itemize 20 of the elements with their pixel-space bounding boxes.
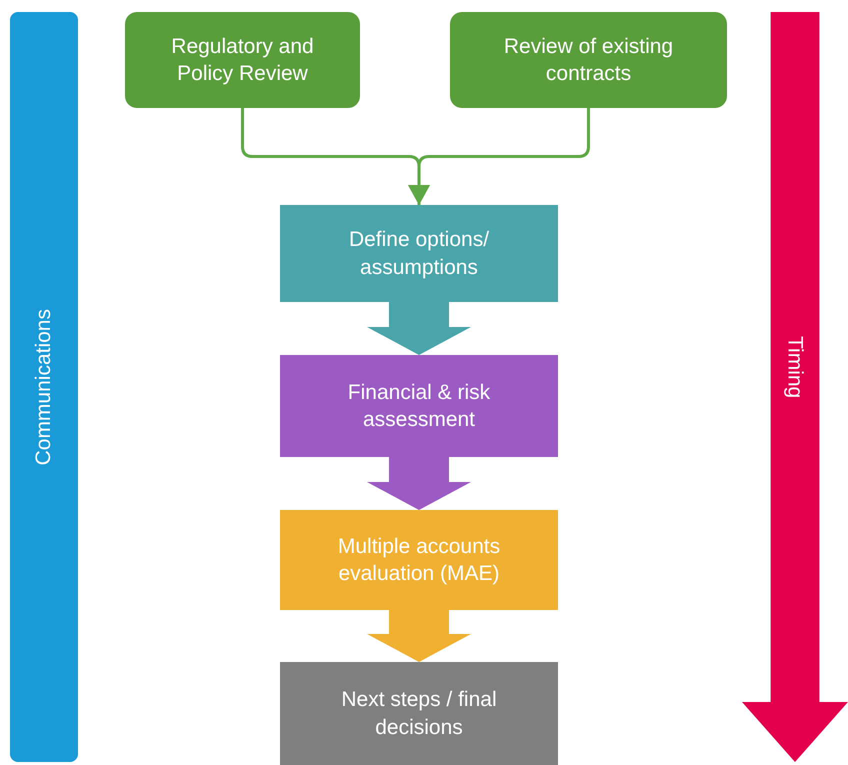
arrow (408, 108, 590, 205)
block-arrow (367, 302, 471, 355)
node-label: Next steps / final decisions (340, 687, 498, 740)
node-label: Financial & risk assessment (346, 380, 492, 433)
process-box (450, 12, 727, 108)
process-box (125, 12, 360, 108)
node-label: Regulatory and Policy Review (170, 34, 315, 87)
block-arrow (367, 457, 471, 510)
node-label: Multiple accounts evaluation (MAE) (336, 534, 502, 587)
block-arrow (367, 610, 471, 662)
node-label: Define options/ assumptions (348, 227, 490, 280)
process-box (280, 205, 558, 302)
process-box (280, 355, 558, 457)
vertical-bar (10, 12, 78, 762)
node-label: Timing (782, 336, 808, 398)
process-box (280, 662, 558, 765)
process-box (280, 510, 558, 610)
node-label: Review of existing contracts (502, 34, 674, 87)
block-arrow (742, 12, 848, 762)
node-label: Communications (31, 308, 56, 466)
